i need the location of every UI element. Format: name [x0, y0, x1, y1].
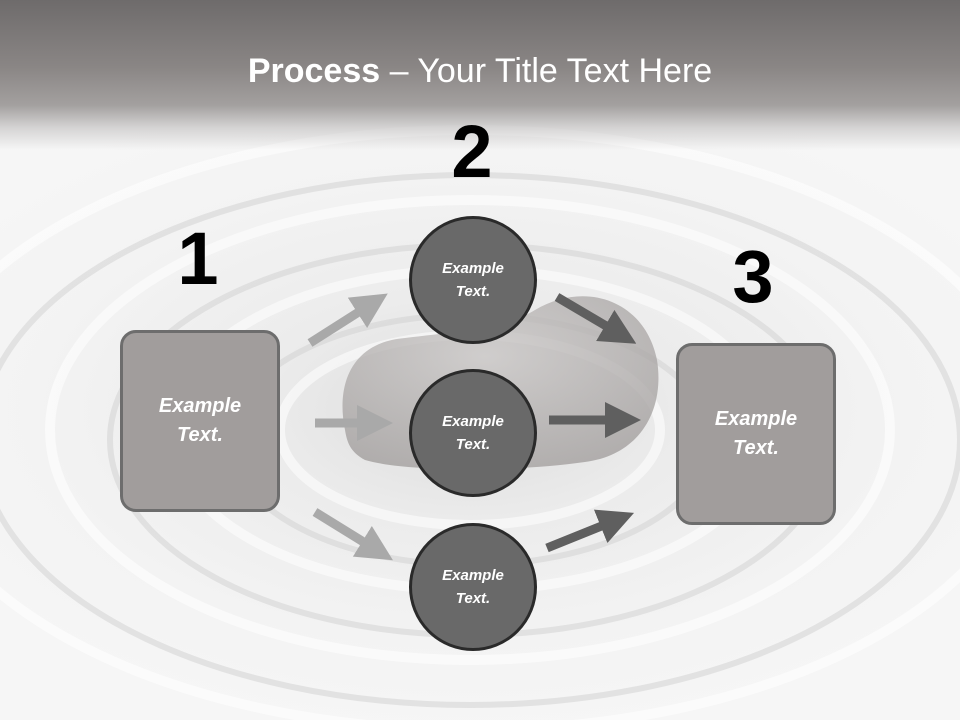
step-1-box: Example Text.: [120, 330, 280, 512]
slide-title: Process – Your Title Text Here: [0, 52, 960, 91]
title-bold: Process: [247, 52, 381, 90]
step-2-circle-bottom: Example Text.: [409, 523, 537, 651]
step-2-text-middle: Example Text.: [442, 413, 504, 453]
arrow-1-to-2c: [312, 508, 393, 561]
step-3-text: Example Text.: [714, 408, 798, 459]
step-2-circle-top: Example Text.: [409, 216, 537, 344]
step-1-text: Example Text.: [158, 395, 242, 446]
step-2-text-top: Example Text.: [442, 260, 504, 300]
arrow-2a-to-3: [554, 293, 637, 344]
title-band: [0, 0, 960, 150]
title-rest: – Your Title Text Here: [380, 52, 713, 90]
step-number-2: 2: [451, 110, 493, 193]
arrow-2c-to-3: [545, 509, 635, 553]
step-number-1: 1: [177, 217, 219, 300]
step-number-3: 3: [732, 235, 774, 318]
step-2-text-bottom: Example Text.: [442, 567, 504, 607]
step-2-circle-middle: Example Text.: [409, 369, 537, 497]
step-3-box: Example Text.: [676, 343, 836, 525]
arrow-1-to-2a: [307, 293, 388, 347]
